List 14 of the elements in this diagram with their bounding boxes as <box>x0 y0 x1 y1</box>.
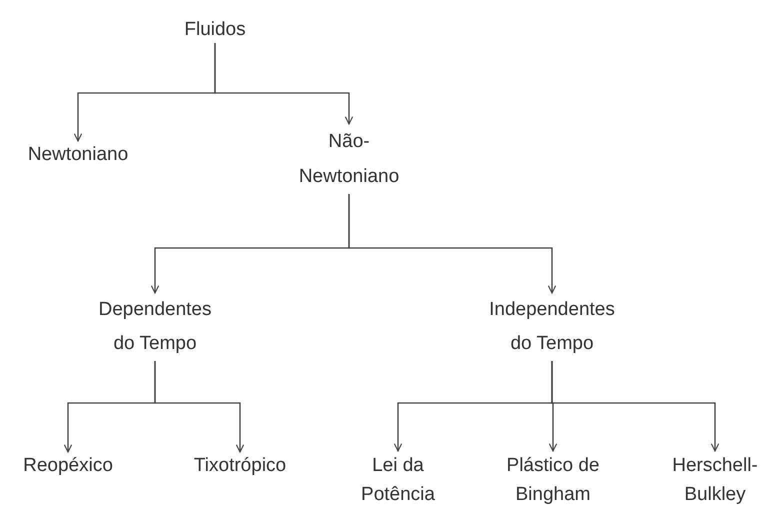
node-label: Fluidos <box>170 17 260 43</box>
node-label: Plástico de Bingham <box>494 451 612 509</box>
node-label: Não-Newtoniano <box>286 124 412 194</box>
arrow <box>348 194 556 294</box>
node-label: Independentes do Tempo <box>482 293 622 361</box>
arrow <box>154 361 244 453</box>
arrow <box>214 43 354 125</box>
node-label: Newtoniano <box>13 141 143 169</box>
node-label: Lei da Potência <box>353 451 443 509</box>
node-label: Herschell-Bulkley <box>668 451 762 509</box>
node-label: Dependentes do Tempo <box>92 293 218 361</box>
node-label: Tixotrópico <box>180 452 300 480</box>
arrow <box>551 361 720 452</box>
node-label: Reopéxico <box>13 452 123 480</box>
